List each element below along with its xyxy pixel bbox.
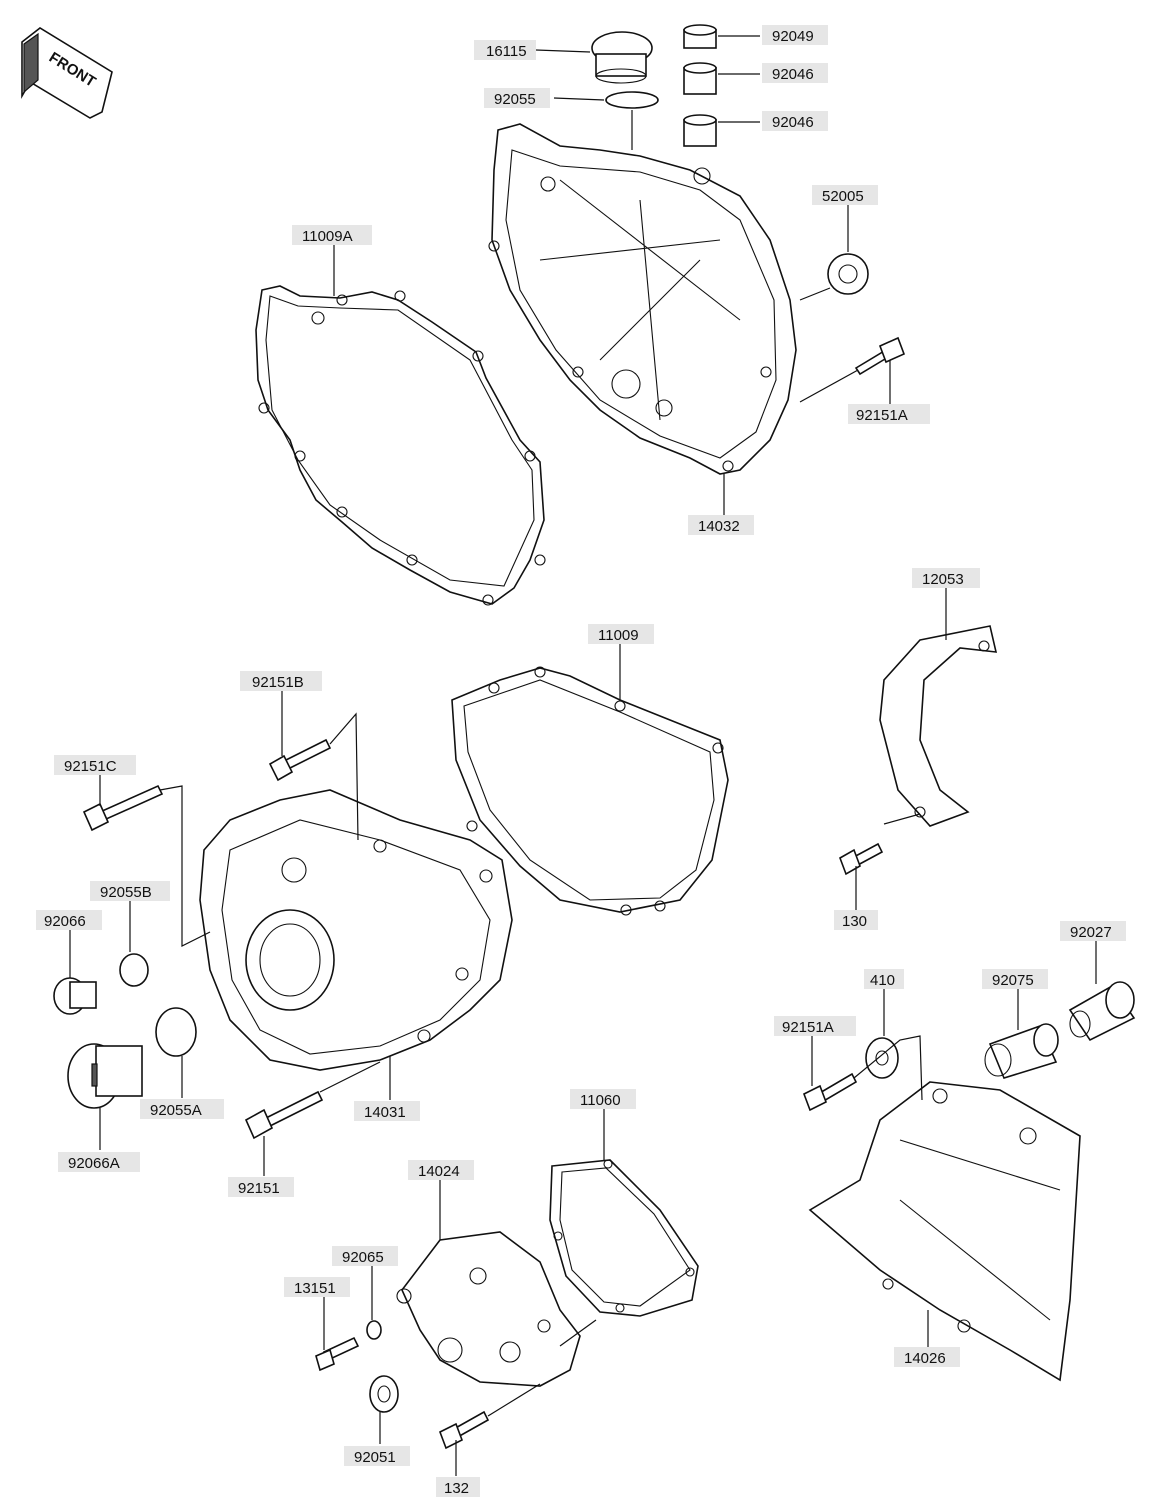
- callout-92075: 92075: [982, 969, 1048, 989]
- chain-guide-12053: [879, 625, 998, 827]
- front-arrow-icon: FRONT: [21, 27, 113, 119]
- callout-11009a: 11009A: [292, 225, 372, 245]
- bolt-130: [839, 842, 884, 876]
- plug-92066a: [67, 1043, 143, 1109]
- svg-text:92055A: 92055A: [150, 1102, 202, 1119]
- callout-13151: 13151: [284, 1277, 350, 1297]
- callout-130: 130: [834, 910, 878, 930]
- svg-text:14032: 14032: [698, 518, 740, 535]
- svg-text:92055: 92055: [494, 91, 536, 108]
- callout-92066a: 92066A: [58, 1152, 140, 1172]
- svg-text:13151: 13151: [294, 1280, 336, 1297]
- callout-92027: 92027: [1060, 921, 1126, 941]
- svg-text:92066A: 92066A: [68, 1155, 120, 1172]
- bolt-13151: [315, 1336, 360, 1372]
- callout-16115: 16115: [474, 40, 536, 60]
- o-ring-92055a: [155, 1007, 197, 1057]
- gasket-11009: [451, 666, 729, 916]
- svg-text:11009A: 11009A: [302, 228, 353, 245]
- svg-text:92055B: 92055B: [100, 884, 152, 901]
- callout-410: 410: [864, 969, 904, 989]
- sprocket-cover-14026: [808, 1081, 1081, 1382]
- svg-text:130: 130: [842, 913, 867, 930]
- svg-text:92046: 92046: [772, 114, 814, 131]
- collar-92075: [984, 1023, 1059, 1079]
- callout-14031: 14031: [354, 1101, 420, 1121]
- svg-text:132: 132: [444, 1480, 469, 1497]
- callout-52005: 52005: [812, 185, 878, 205]
- collar-92027: [1068, 981, 1136, 1042]
- o-ring-92065: [366, 1320, 382, 1340]
- callout-14026: 14026: [894, 1347, 960, 1367]
- bolt-92151a-lower: [802, 1072, 858, 1112]
- callout-92151a-lower: 92151A: [774, 1016, 856, 1036]
- callout-92065: 92065: [332, 1246, 398, 1266]
- svg-text:11060: 11060: [580, 1092, 621, 1109]
- callout-12053: 12053: [912, 568, 980, 588]
- callout-92151: 92151: [228, 1177, 294, 1197]
- gasket-11009a: [255, 285, 546, 606]
- svg-text:92151C: 92151C: [64, 758, 117, 775]
- svg-text:92051: 92051: [354, 1449, 396, 1466]
- oil-filler-cap-16115: [591, 31, 653, 84]
- svg-text:92151A: 92151A: [782, 1019, 834, 1036]
- svg-text:92075: 92075: [992, 972, 1034, 989]
- bolt-92151a-upper: [854, 336, 906, 376]
- svg-text:14024: 14024: [418, 1163, 460, 1180]
- svg-text:92151: 92151: [238, 1180, 280, 1197]
- svg-text:92151B: 92151B: [252, 674, 304, 691]
- callout-92066: 92066: [36, 910, 102, 930]
- callout-92151a-upper: 92151A: [848, 404, 930, 424]
- bolt-92151b: [268, 738, 332, 782]
- callout-11060: 11060: [570, 1089, 636, 1109]
- bolt-132: [438, 1410, 490, 1450]
- bushing-92046-a: [683, 62, 717, 95]
- svg-text:92046: 92046: [772, 66, 814, 83]
- plug-92066: [53, 977, 97, 1015]
- pump-cover-14024: [396, 1231, 581, 1387]
- callout-92046-a: 92046: [762, 63, 828, 83]
- leader-lines: [69, 35, 1097, 1476]
- bushing-92049: [683, 24, 717, 49]
- svg-text:92065: 92065: [342, 1249, 384, 1266]
- callout-92055a: 92055A: [140, 1099, 224, 1119]
- svg-text:16115: 16115: [486, 43, 527, 60]
- svg-text:12053: 12053: [922, 571, 964, 588]
- callout-labels: 16115 92049 92046 92046 92055 52005 1100…: [36, 25, 1126, 1497]
- svg-text:92151A: 92151A: [856, 407, 908, 424]
- callout-92151c: 92151C: [54, 755, 136, 775]
- callout-92151b: 92151B: [240, 671, 322, 691]
- o-ring-92055b: [119, 953, 149, 987]
- svg-text:92049: 92049: [772, 28, 814, 45]
- callout-92049: 92049: [762, 25, 828, 45]
- callout-92055: 92055: [484, 88, 550, 108]
- callout-92051: 92051: [344, 1446, 410, 1466]
- callout-14032: 14032: [688, 515, 754, 535]
- svg-text:14026: 14026: [904, 1350, 946, 1367]
- svg-text:14031: 14031: [364, 1104, 406, 1121]
- svg-text:92066: 92066: [44, 913, 86, 930]
- bushing-92046-b: [683, 114, 717, 147]
- svg-text:11009: 11009: [598, 627, 639, 644]
- o-ring-92055: [605, 91, 659, 109]
- callout-92055b: 92055B: [90, 881, 170, 901]
- seal-92051: [369, 1375, 399, 1413]
- generator-cover-14031: [199, 789, 513, 1071]
- bolt-92151: [244, 1090, 324, 1140]
- callout-14024: 14024: [408, 1160, 474, 1180]
- callout-11009: 11009: [588, 624, 654, 644]
- clutch-cover-14032: [488, 123, 797, 475]
- bolt-92151c: [82, 784, 164, 832]
- callout-92046-b: 92046: [762, 111, 828, 131]
- svg-text:410: 410: [870, 972, 895, 989]
- svg-text:52005: 52005: [822, 188, 864, 205]
- callout-132: 132: [436, 1477, 480, 1497]
- washer-410: [865, 1037, 899, 1079]
- gasket-11060: [549, 1159, 699, 1317]
- svg-text:92027: 92027: [1070, 924, 1112, 941]
- oil-seal-52005: [827, 253, 869, 295]
